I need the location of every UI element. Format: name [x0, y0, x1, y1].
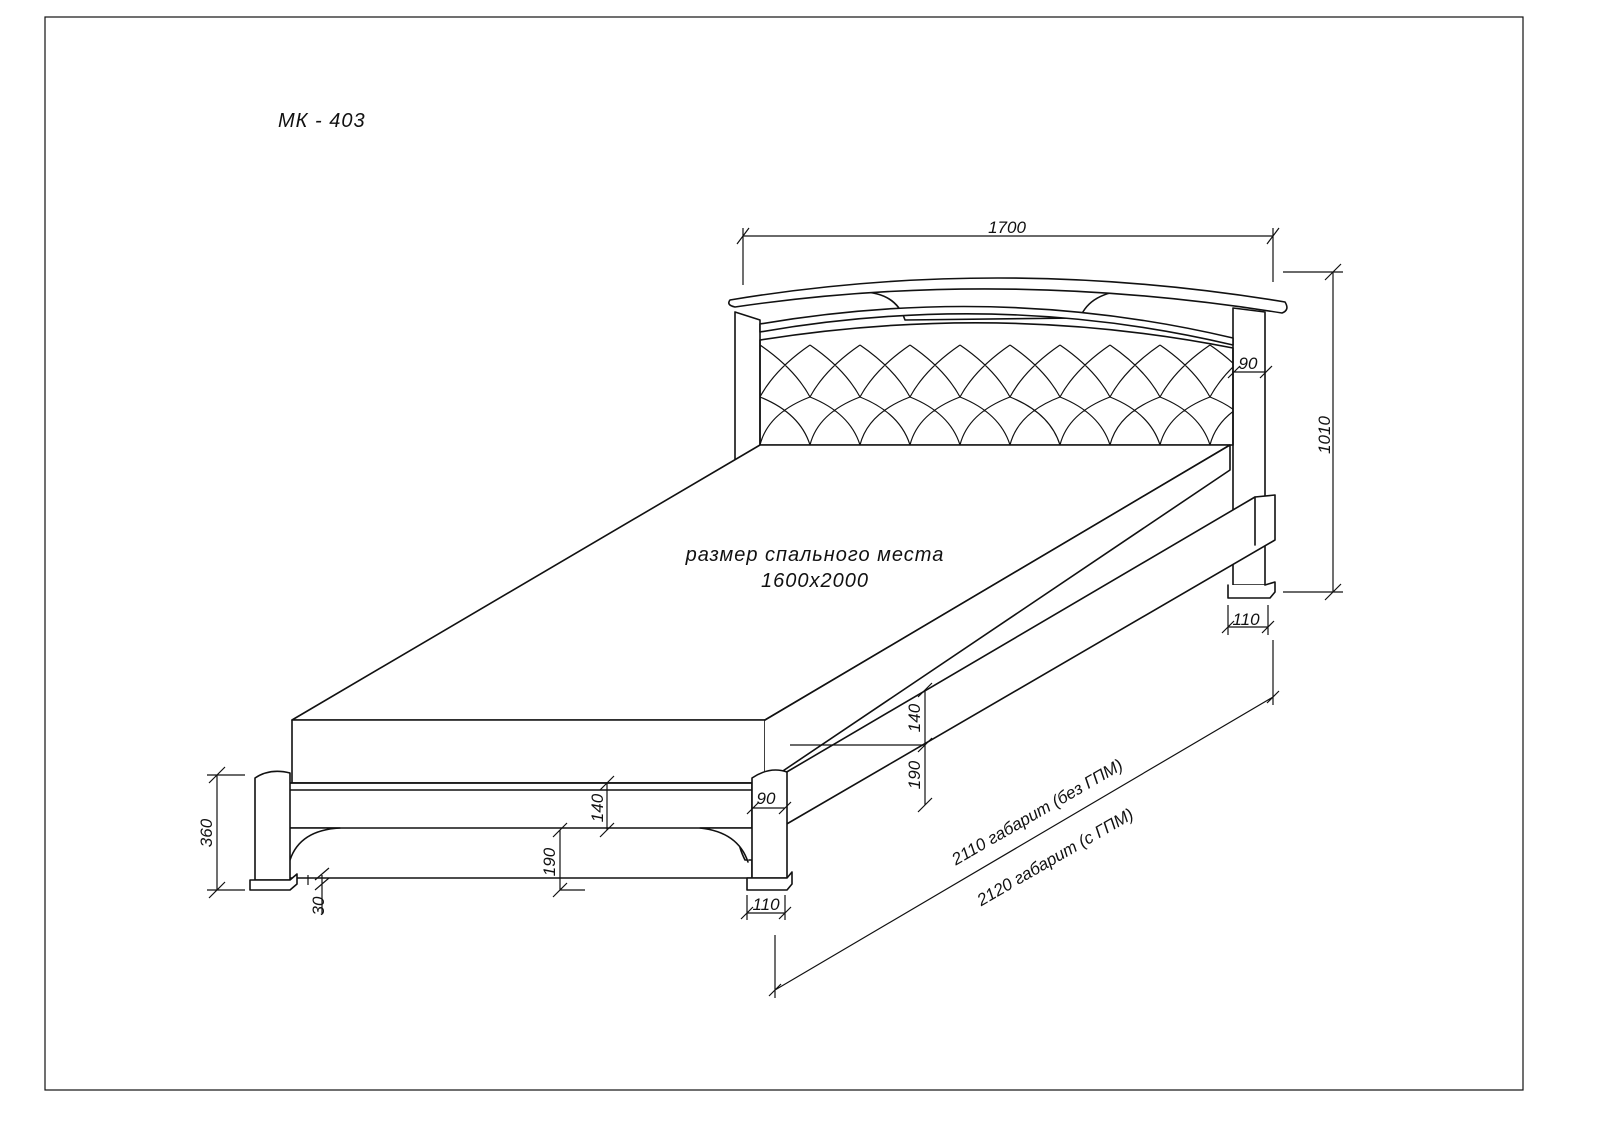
foot-rail — [282, 789, 753, 829]
mattress-front — [291, 719, 766, 784]
drawing-frame — [44, 16, 1524, 1091]
dim-length-with-lift: 2120 габарит (с ГПМ) — [973, 805, 1137, 911]
dim-footboard-height: 360 — [197, 818, 216, 847]
dim-side-rail-clearance: 190 — [905, 760, 924, 789]
dim-headboard-post: 90 — [1239, 354, 1258, 373]
headboard-inner-rail — [759, 305, 1234, 346]
headboard-panel — [759, 322, 1234, 446]
dim-foot-rail-height: 140 — [588, 793, 607, 822]
foot-rail-right-bracket — [699, 827, 753, 863]
footboard-right-foot — [746, 871, 793, 891]
dim-headboard-height: 1010 — [1315, 416, 1334, 454]
quilted-pattern — [760, 344, 1233, 445]
dim-footboard-post: 90 — [757, 789, 776, 808]
footboard-left-foot — [249, 873, 298, 891]
dim-headboard-foot: 110 — [1232, 610, 1260, 629]
sleeping-area-label: размер спального места — [685, 544, 945, 566]
dim-foot-height: 30 — [309, 896, 328, 915]
sleeping-area-size: 1600x2000 — [761, 570, 869, 592]
footboard-left-post — [254, 770, 291, 881]
dim-headboard-width: 1700 — [988, 218, 1026, 237]
mattress-side — [764, 444, 1231, 784]
dim-footboard-foot: 110 — [752, 895, 780, 914]
headboard-top-rail — [728, 277, 1288, 314]
quilt-lines — [760, 344, 1233, 445]
dim-side-rail-height: 140 — [905, 703, 924, 732]
dimension-lines — [207, 227, 1343, 998]
model-title: МК - 403 — [278, 110, 366, 132]
dim-length-without-lift: 2110 габарит (без ГПМ) — [948, 755, 1127, 869]
mattress — [291, 444, 1231, 784]
footboard — [249, 769, 793, 891]
footboard-right-post — [751, 769, 788, 879]
headboard-right-foot — [1227, 581, 1276, 599]
dim-foot-rail-clearance: 190 — [540, 847, 559, 876]
